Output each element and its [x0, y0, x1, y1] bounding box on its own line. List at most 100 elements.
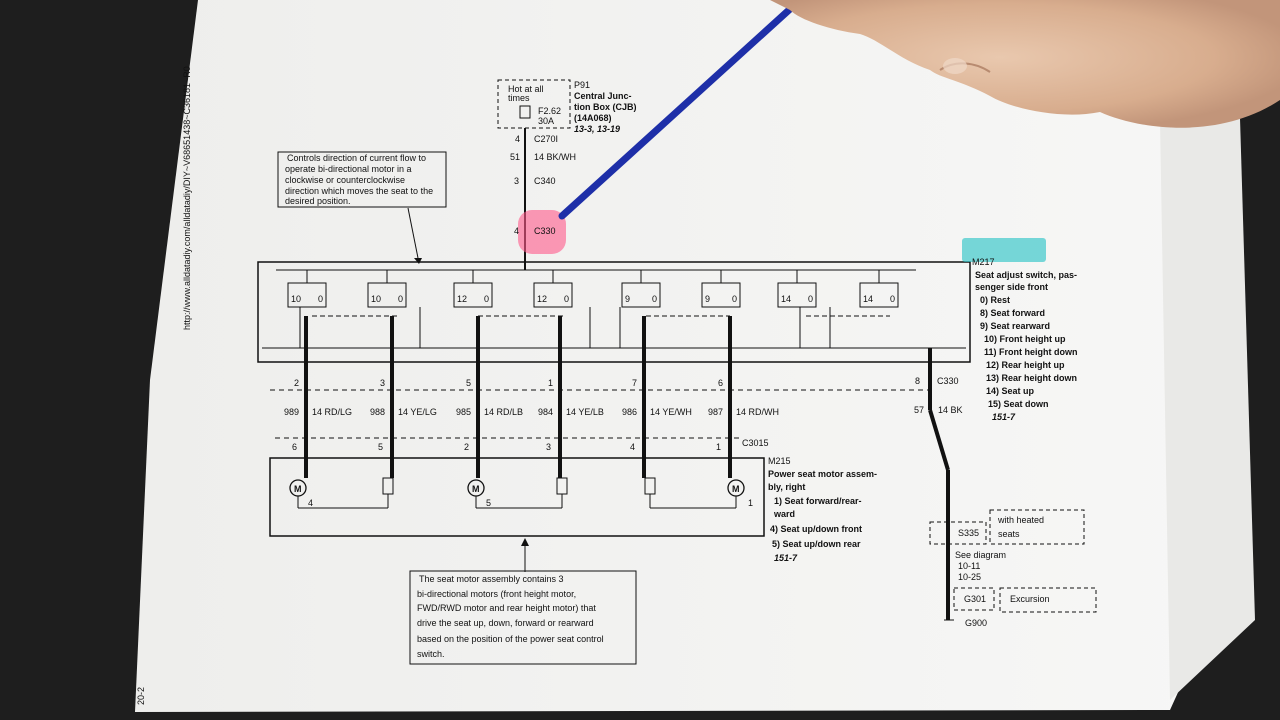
svg-text:with heated: with heated [997, 515, 1044, 525]
motor-symbol: M4 [289, 479, 313, 508]
contact-label: 12 [457, 294, 467, 304]
teal-highlight [962, 238, 1046, 262]
feed-wire: 4 C270I 51 14 BK/WH 3 C340 4 C330 [510, 128, 576, 265]
svg-text:S335: S335 [958, 528, 979, 538]
svg-text:bly, right: bly, right [768, 482, 805, 492]
svg-text:Seat adjust switch, pas-: Seat adjust switch, pas- [975, 270, 1077, 280]
svg-text:direction which moves the seat: direction which moves the seat to the [285, 186, 433, 196]
ground-section: S335 with heated seats See diagram 10-11… [929, 509, 1097, 628]
motor-limit-switch [556, 477, 568, 508]
svg-text:14 BK: 14 BK [938, 405, 963, 415]
svg-text:seats: seats [998, 529, 1020, 539]
wire-pin-bottom: 6 [292, 442, 297, 452]
svg-text:G301: G301 [964, 594, 986, 604]
svg-text:10-11: 10-11 [958, 561, 980, 571]
svg-text:8) Seat forward: 8) Seat forward [980, 308, 1045, 318]
svg-text:51: 51 [510, 152, 520, 162]
callout-bottom: The seat motor assembly contains 3 bi-di… [409, 538, 637, 665]
svg-text:C330: C330 [937, 376, 959, 386]
svg-text:C270I: C270I [534, 134, 558, 144]
motor-inner-pin: 5 [486, 498, 491, 508]
svg-text:10-25: 10-25 [958, 572, 981, 582]
contact-label: 0 [732, 294, 737, 304]
switch-legend: M217 Seat adjust switch, pas- senger sid… [962, 238, 1078, 422]
svg-text:senger side front: senger side front [975, 282, 1048, 292]
svg-text:151-7: 151-7 [992, 412, 1016, 422]
wire-color: 14 YE/LG [398, 407, 437, 417]
wire-circuit: 986 [622, 407, 637, 417]
svg-text:P91: P91 [574, 80, 590, 90]
contact-label: 0 [652, 294, 657, 304]
fuse-block: Hot at all times F2.62 30A P91 Central J… [497, 79, 637, 134]
contact-label: 0 [890, 294, 895, 304]
svg-text:14 BK/WH: 14 BK/WH [534, 152, 576, 162]
motor-letter: M [294, 484, 302, 494]
wire-pin-bottom: 3 [546, 442, 551, 452]
svg-text:4: 4 [515, 134, 520, 144]
svg-text:C330: C330 [534, 226, 556, 236]
vertical-url: http://www.alldatadiy.com/alldatadiy/DIY… [182, 66, 192, 330]
svg-text:The seat motor assembly contai: The seat motor assembly contains 3 [419, 574, 564, 584]
wire-pin-bottom: 1 [716, 442, 721, 452]
svg-text:4: 4 [514, 226, 519, 236]
motor-limit-switch [382, 477, 394, 508]
pink-highlight [518, 210, 566, 254]
svg-text:(14A068): (14A068) [574, 113, 612, 123]
motor-limit-switch [644, 477, 656, 508]
svg-text:30A: 30A [538, 116, 554, 126]
wire-pin-bottom: 2 [464, 442, 469, 452]
motor-symbol: M1 [727, 479, 753, 508]
svg-text:Central Junc-: Central Junc- [574, 91, 632, 101]
svg-text:times: times [508, 93, 530, 103]
wire-pin-top: 3 [380, 378, 385, 388]
wire-circuit: 985 [456, 407, 471, 417]
contact-label: 0 [398, 294, 403, 304]
contact-label: 0 [564, 294, 569, 304]
svg-text:13-3, 13-19: 13-3, 13-19 [574, 124, 620, 134]
switch-contact-group: 12 0 [453, 270, 493, 308]
wire-circuit: 987 [708, 407, 723, 417]
contact-label: 12 [537, 294, 547, 304]
wire-color: 14 YE/WH [650, 407, 692, 417]
pencil [558, 0, 804, 220]
conn-c3015: C3015 [742, 438, 769, 448]
svg-text:clockwise or counterclockwise: clockwise or counterclockwise [285, 175, 405, 185]
svg-text:desired position.: desired position. [285, 196, 351, 206]
svg-text:bi-directional motors (front h: bi-directional motors (front height moto… [417, 589, 576, 599]
wire-pin-top: 1 [548, 378, 553, 388]
svg-text:Hot at all: Hot at all [508, 84, 544, 94]
svg-text:57: 57 [914, 405, 924, 415]
contact-label: 0 [484, 294, 489, 304]
svg-text:3: 3 [514, 176, 519, 186]
wire-circuit: 988 [370, 407, 385, 417]
svg-text:15) Seat down: 15) Seat down [988, 399, 1049, 409]
svg-text:11) Front height down: 11) Front height down [984, 347, 1078, 357]
svg-text:Excursion: Excursion [1010, 594, 1050, 604]
hand [770, 0, 1280, 128]
svg-text:C340: C340 [534, 176, 556, 186]
svg-text:FWD/RWD motor and rear height: FWD/RWD motor and rear height motor) tha… [417, 603, 596, 613]
motor-symbol: M5 [467, 479, 491, 508]
wire-pin-top: 7 [632, 378, 637, 388]
wire-color: 14 RD/LG [312, 407, 352, 417]
svg-text:tion Box (CJB): tion Box (CJB) [574, 102, 637, 112]
svg-text:0) Rest: 0) Rest [980, 295, 1010, 305]
harness-wire: 2 989 14 RD/LG 6 [284, 316, 352, 478]
svg-text:1) Seat forward/rear-: 1) Seat forward/rear- [774, 496, 862, 506]
wire-pin-top: 2 [294, 378, 299, 388]
wire-pin-top: 5 [466, 378, 471, 388]
wire-circuit: 989 [284, 407, 299, 417]
